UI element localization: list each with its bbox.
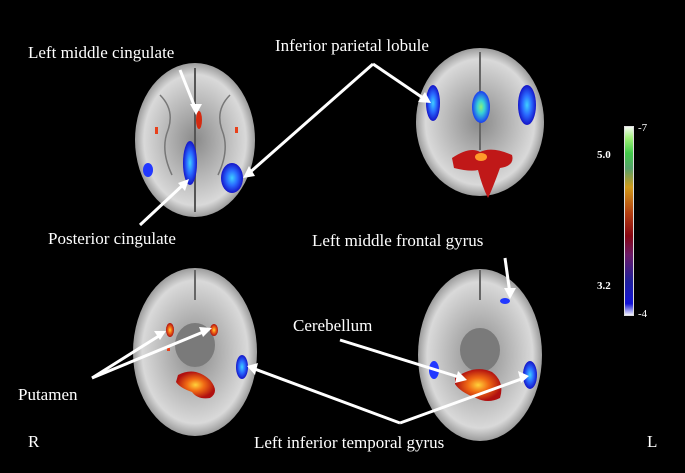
activation-putamen-right [166,323,174,337]
label-putamen: Putamen [18,385,78,404]
activation-cerebellum-right-slice [455,369,502,401]
colorbar-bottom-value: -4 [638,308,648,320]
arrowheads [154,92,529,383]
coronal-slice-top-right [416,48,544,198]
colorbar-tick-high: 5.0 [597,149,611,161]
activation-inferior-parietal-top-left [221,163,243,193]
arrow-inferior-parietal-a [247,62,374,176]
label-inferior-parietal-lobule: Inferior parietal lobule [275,36,429,55]
activation-putamen-left [210,324,218,336]
label-left-middle-frontal-gyrus: Left middle frontal gyrus [312,231,484,250]
activation-inferior-parietal-right [426,85,440,121]
activation-cerebellum-coronal [452,149,513,198]
activation-left-middle-frontal-gyrus [500,298,510,304]
activation-left-middle-cingulate [196,111,202,129]
arrow-cerebellum [339,338,463,380]
axial-slice-bottom-right [418,269,542,441]
label-left-hemisphere-marker: L [647,432,658,451]
arrow-posterior-cingulate [138,181,187,227]
label-cerebellum: Cerebellum [293,316,373,335]
label-left-middle-cingulate: Left middle cingulate [28,43,175,62]
colorbar [624,126,634,316]
arrow-putamen-left [91,328,209,380]
colorbar-top-value: -7 [638,122,648,134]
arrow-putamen-right [91,332,163,380]
arrow-inferior-parietal-b [372,62,427,102]
arrow-inferior-temporal-b [399,376,525,425]
label-left-inferior-temporal-gyrus: Left inferior temporal gyrus [254,433,445,452]
arrow-left-middle-cingulate [178,69,198,111]
label-right-hemisphere-marker: R [28,432,40,451]
activation-inferior-temporal-bottom-right [523,361,537,389]
arrow-inferior-temporal-a [251,366,401,425]
activation-cerebellum-axial [176,371,215,399]
colorbar-tick-low: 3.2 [597,280,611,292]
annotation-arrows [91,62,525,425]
activation-posterior-cingulate [183,141,197,185]
axial-slice-top-left [135,63,255,217]
activation-inferior-parietal-left [518,85,536,125]
axial-slice-bottom-left [133,268,257,436]
label-posterior-cingulate: Posterior cingulate [48,229,176,248]
activation-inferior-temporal-bottom-left [236,355,248,379]
